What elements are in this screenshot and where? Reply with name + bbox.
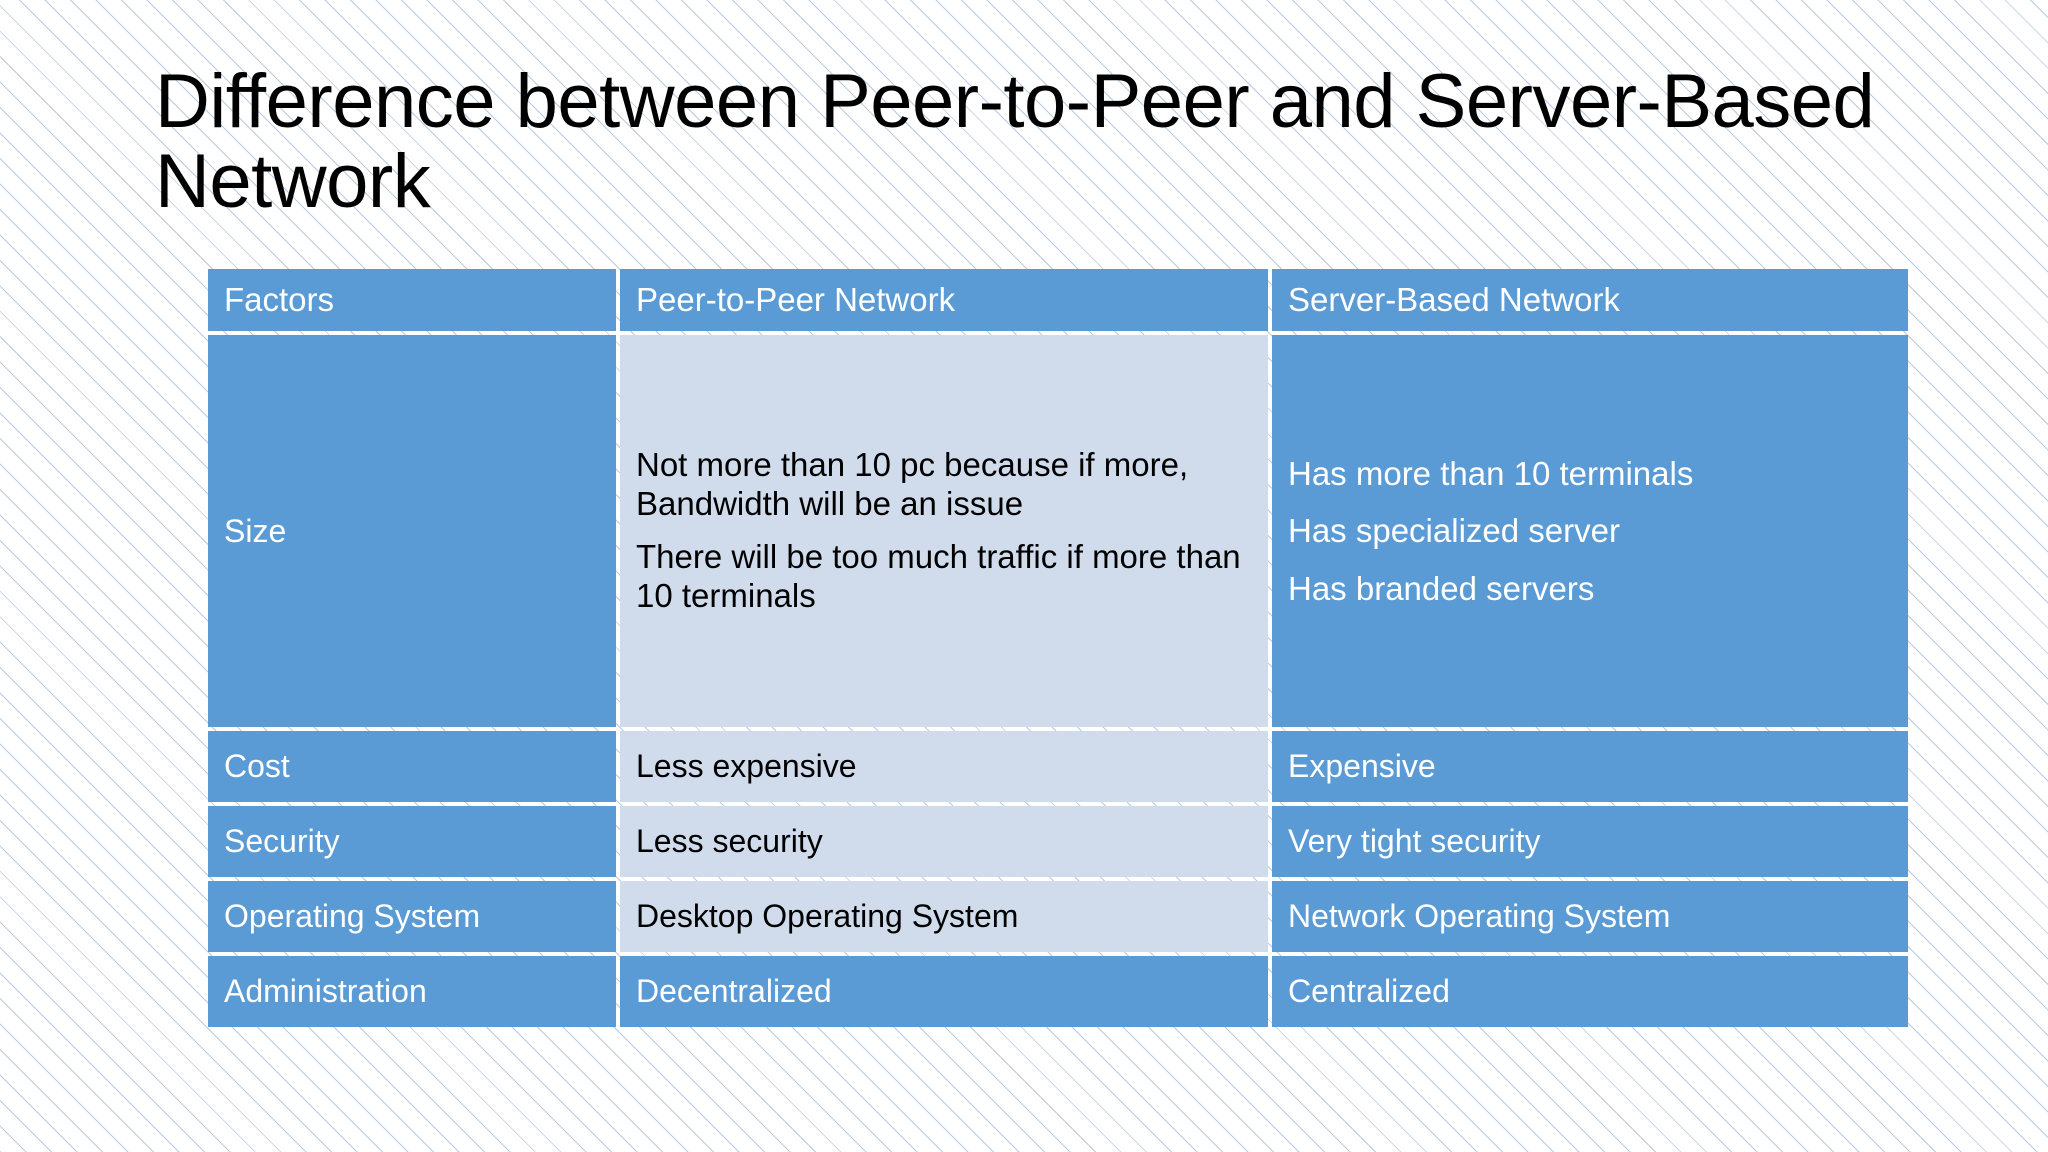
table-row-security: Security Less security Very tight securi… (208, 806, 1908, 877)
page-title: Difference between Peer-to-Peer and Serv… (155, 59, 1895, 224)
table-row-size: Size Not more than 10 pc because if more… (208, 335, 1908, 727)
column-header-factors: Factors (208, 269, 616, 331)
cell-line: Has specialized server (1288, 512, 1620, 550)
row-label-cost: Cost (208, 731, 616, 802)
cell-operating-system-peer-to-peer: Desktop Operating System (620, 881, 1268, 952)
cell-paragraph: There will be too much traffic if more t… (636, 538, 1241, 614)
cell-line: Has more than 10 terminals (1288, 454, 1694, 492)
table-header: Factors Peer-to-Peer Network Server-Base… (208, 269, 1908, 331)
cell-cost-server-based: Expensive (1272, 731, 1908, 802)
cell-administration-peer-to-peer: Decentralized (620, 956, 1268, 1027)
cell-size-peer-to-peer: Not more than 10 pc because if more, Ban… (620, 335, 1268, 727)
table-body: Size Not more than 10 pc because if more… (208, 335, 1908, 1027)
cell-security-server-based: Very tight security (1272, 806, 1908, 877)
table-row-administration: Administration Decentralized Centralized (208, 956, 1908, 1027)
column-header-server-based: Server-Based Network (1272, 269, 1908, 331)
table-header-row: Factors Peer-to-Peer Network Server-Base… (208, 269, 1908, 331)
table-row-operating-system: Operating System Desktop Operating Syste… (208, 881, 1908, 952)
cell-operating-system-server-based: Network Operating System (1272, 881, 1908, 952)
cell-security-peer-to-peer: Less security (620, 806, 1268, 877)
row-label-operating-system: Operating System (208, 881, 616, 952)
cell-line: Has branded servers (1288, 569, 1595, 607)
row-label-administration: Administration (208, 956, 616, 1027)
table-row-cost: Cost Less expensive Expensive (208, 731, 1908, 802)
cell-cost-peer-to-peer: Less expensive (620, 731, 1268, 802)
cell-administration-server-based: Centralized (1272, 956, 1908, 1027)
row-label-security: Security (208, 806, 616, 877)
comparison-table: Factors Peer-to-Peer Network Server-Base… (204, 265, 1912, 1031)
cell-size-server-based: Has more than 10 terminals Has specializ… (1272, 335, 1908, 727)
column-header-peer-to-peer: Peer-to-Peer Network (620, 269, 1268, 331)
row-label-size: Size (208, 335, 616, 727)
cell-paragraph: Not more than 10 pc because if more, Ban… (636, 446, 1189, 523)
